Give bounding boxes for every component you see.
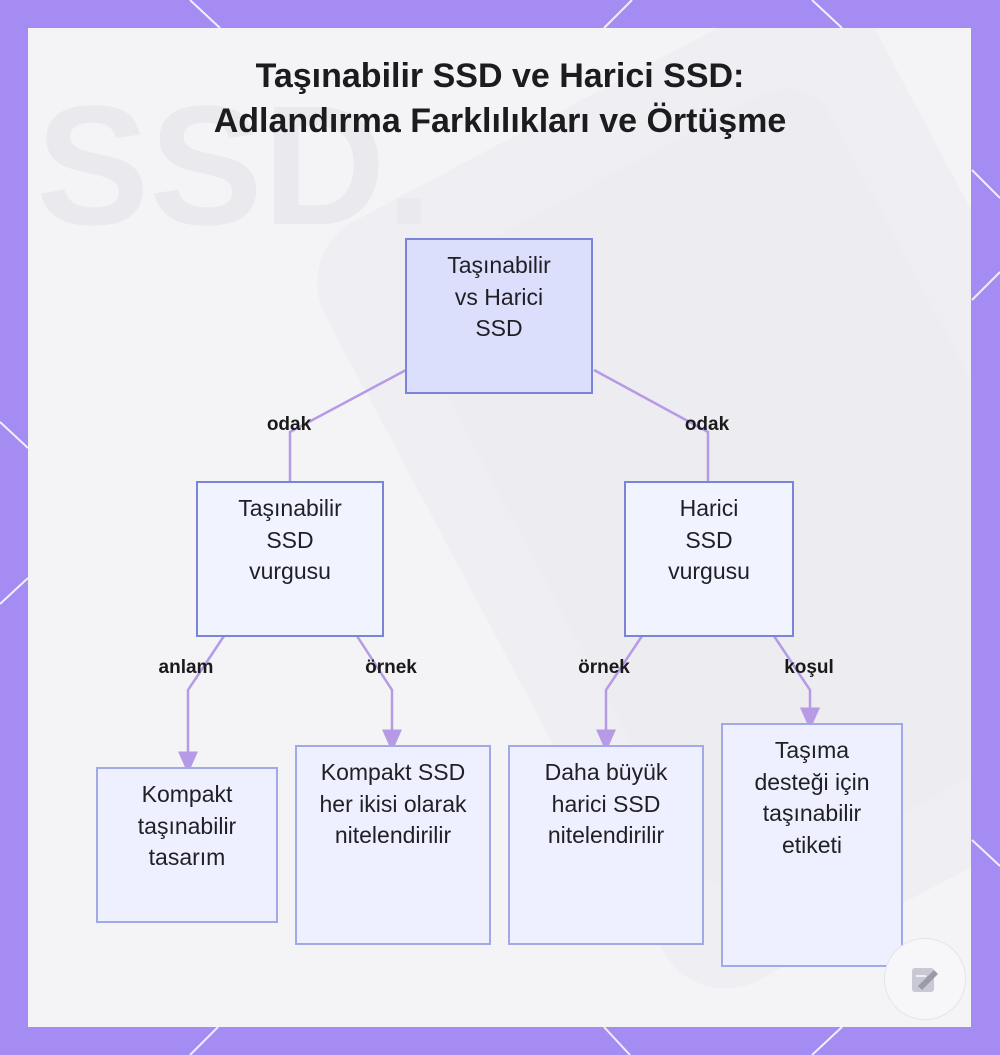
- edge-example-right: [596, 635, 644, 752]
- background-watermark: SSD.: [36, 71, 433, 261]
- node-compact-both: Kompakt SSD her ikisi olarak nitelendiri…: [295, 745, 491, 945]
- edge-root-right: [593, 368, 710, 482]
- edge-example-left: [355, 635, 402, 752]
- node-external-focus: Harici SSD vurgusu: [624, 481, 794, 637]
- title-line-2: Adlandırma Farklılıkları ve Örtüşme: [213, 101, 787, 140]
- edge-meaning: [178, 635, 226, 774]
- edge-condition: [772, 635, 820, 730]
- edge-label-example-left: örnek: [365, 657, 417, 678]
- node-root: Taşınabilir vs Harici SSD: [405, 238, 593, 394]
- title-line-1: Taşınabilir SSD ve Harici SSD:: [255, 57, 745, 95]
- node-larger-external: Daha büyük harici SSD nitelendirilir: [508, 745, 704, 945]
- edge-label-example-right: örnek: [578, 657, 630, 678]
- node-portable-focus: Taşınabilir SSD vurgusu: [196, 481, 384, 637]
- document-edit-icon: [884, 938, 966, 1020]
- edge-label-condition: koşul: [784, 657, 834, 678]
- diagram-title: Taşınabilir SSD ve Harici SSD: Adlandırm…: [0, 54, 1000, 144]
- edge-label-meaning: anlam: [158, 657, 214, 678]
- node-compact-design: Kompakt taşınabilir tasarım: [96, 767, 278, 923]
- edge-label-root-left: odak: [266, 414, 312, 435]
- edge-label-root-right: odak: [684, 414, 730, 435]
- node-carry-label: Taşıma desteği için taşınabilir etiketi: [721, 723, 903, 967]
- edge-root-left: [288, 368, 407, 482]
